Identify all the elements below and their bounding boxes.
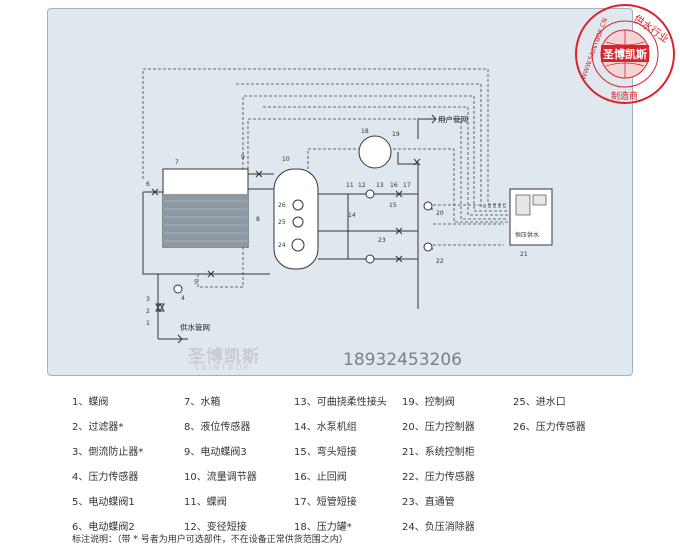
legend-item: 17、短管短接	[294, 497, 357, 508]
control-cabinet: 恒压供水 21	[509, 188, 553, 258]
legend-item: 11、蝶阀	[184, 497, 227, 508]
control-wiring	[142, 68, 508, 288]
svg-text:4: 4	[181, 295, 185, 302]
svg-text:16: 16	[390, 182, 398, 189]
legend-item: 3、倒流防止器*	[72, 447, 144, 458]
svg-text:19: 19	[392, 131, 400, 138]
svg-text:25: 25	[278, 219, 286, 226]
svg-text:6: 6	[146, 181, 150, 188]
legend-item: 10、流量调节器	[184, 472, 257, 483]
legend-item: 8、液位传感器	[184, 422, 251, 433]
svg-text:1: 1	[146, 320, 150, 327]
svg-text:26: 26	[278, 202, 286, 209]
cabinet-label: 恒压供水	[515, 231, 539, 239]
supply-arrow	[426, 114, 437, 124]
svg-text:17: 17	[403, 182, 411, 189]
legend-item: 1、蝶阀	[72, 397, 109, 408]
svg-text:9: 9	[241, 154, 245, 161]
svg-text:2: 2	[146, 308, 150, 315]
watermark: 圣博凯斯 SAINTBOX 18932453206	[188, 338, 488, 382]
legend-item: 24、负压消除器	[402, 522, 475, 533]
legend-item: 26、压力传感器	[513, 422, 586, 433]
svg-text:8: 8	[256, 216, 260, 223]
watermark-brand: 圣博凯斯	[188, 347, 260, 367]
svg-text:11: 11	[346, 182, 354, 189]
svg-text:3: 3	[146, 296, 150, 303]
legend-item: 14、水泵机组	[294, 422, 357, 433]
legend-item: 21、系统控制柜	[402, 447, 475, 458]
pressure-tank: 18	[358, 128, 392, 169]
seal-ring-bottom: 制造商	[611, 90, 638, 102]
svg-text:15: 15	[389, 202, 397, 209]
legend-item: 13、可曲挠柔性接头	[294, 397, 387, 408]
svg-text:20: 20	[436, 210, 444, 217]
legend-item: 4、压力传感器	[72, 472, 139, 483]
inlet-arrow	[172, 334, 183, 344]
legend-item: 25、进水口	[513, 397, 566, 408]
svg-text:13: 13	[376, 182, 384, 189]
svg-text:14: 14	[348, 212, 356, 219]
annotation-note: 标注说明：（带 * 号者为用户可选部件，不在设备正常供货范围之内）	[72, 535, 348, 545]
legend-item: 16、止回阀	[294, 472, 347, 483]
legend-item: 2、过滤器*	[72, 422, 124, 433]
legend-item: 5、电动蝶阀1	[72, 497, 135, 508]
svg-text:23: 23	[378, 237, 386, 244]
legend-item: 20、压力控制器	[402, 422, 475, 433]
main-piping	[142, 118, 433, 340]
svg-text:21: 21	[520, 251, 528, 258]
water-tank: 7	[162, 159, 249, 248]
legend-item: 12、变径短接	[184, 522, 247, 533]
watermark-sub: SAINTBOX	[194, 363, 251, 372]
legend-item: 23、直通管	[402, 497, 455, 508]
legend-item: 7、水箱	[184, 397, 221, 408]
inlet-network-label: 供水管网	[180, 322, 210, 332]
svg-text:12: 12	[358, 182, 366, 189]
watermark-phone: 18932453206	[343, 350, 462, 370]
diagram-panel: 7 26 25 24 10 18	[47, 8, 633, 376]
legend-list: 1、蝶阀 2、过滤器* 3、倒流防止器* 4、压力传感器 5、电动蝶阀1 6、电…	[72, 393, 632, 533]
legend-item: 15、弯头短接	[294, 447, 357, 458]
svg-text:22: 22	[436, 258, 444, 265]
seal-center-text: 圣博凯斯	[602, 47, 647, 61]
legend-item: 6、电动蝶阀2	[72, 522, 135, 533]
system-schematic: 7 26 25 24 10 18	[142, 68, 553, 344]
supply-network-label: 用户管网	[438, 114, 468, 124]
svg-text:24: 24	[278, 242, 286, 249]
legend-item: 19、控制阀	[402, 397, 455, 408]
flow-regulator: 26 25 24 10	[273, 156, 319, 270]
svg-text:10: 10	[282, 156, 290, 163]
valves	[151, 158, 433, 313]
legend-item: 22、压力传感器	[402, 472, 475, 483]
callouts: 6 8 9 5 4 3 2 1 11 12 13 16 17 14 15 19 …	[146, 131, 444, 327]
legend-item: 18、压力罐*	[294, 522, 352, 533]
svg-text:7: 7	[175, 159, 179, 166]
svg-text:18: 18	[361, 128, 369, 135]
svg-text:5: 5	[194, 279, 198, 286]
legend-item: 9、电动蝶阀3	[184, 447, 247, 458]
company-seal: 圣博凯斯 供水行业 WWW.SAINTBOX.CN 制造商	[575, 4, 675, 104]
